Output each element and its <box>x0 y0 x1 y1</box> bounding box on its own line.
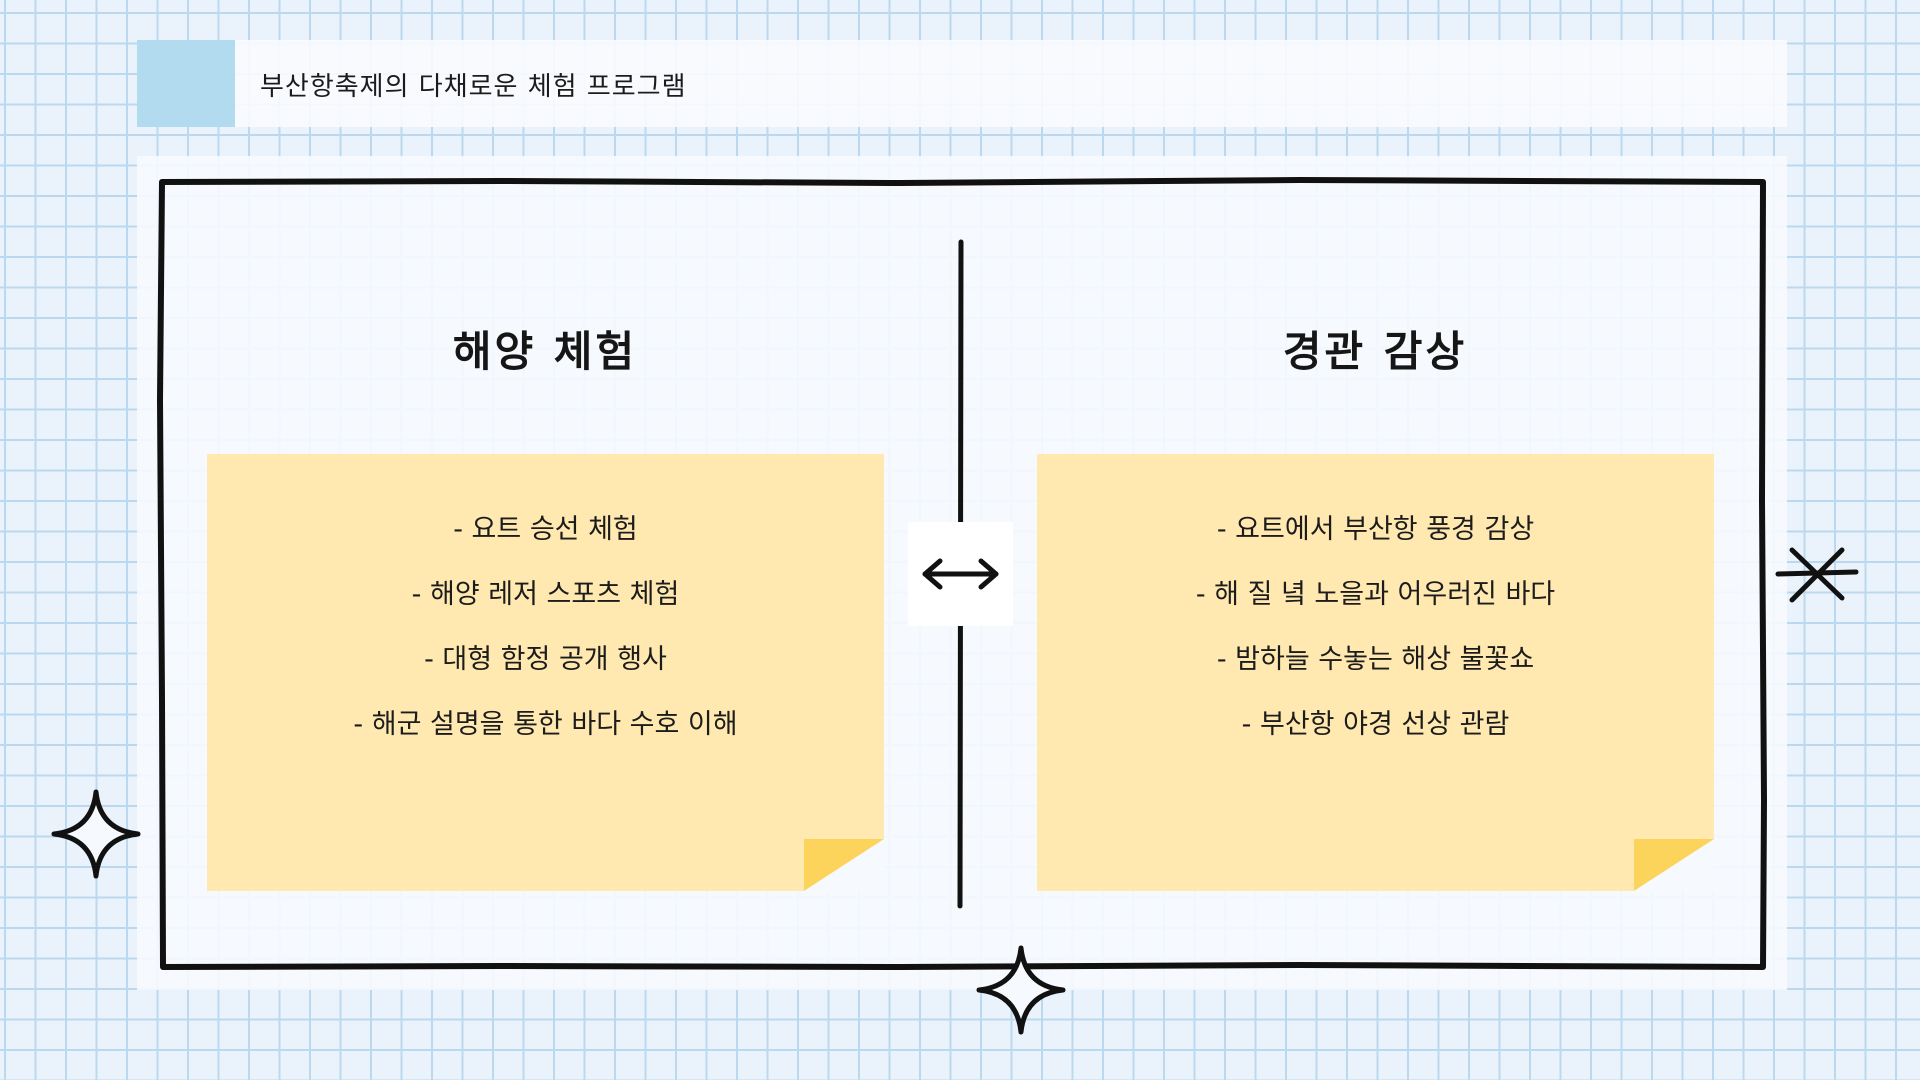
list-item: - 요트 승선 체험 <box>453 514 638 545</box>
page-title: 부산항축제의 다채로운 체험 프로그램 <box>260 72 687 102</box>
list-item: - 밤하늘 수놓는 해상 불꽃쇼 <box>1216 644 1535 675</box>
section-title-marine-experience: 해양 체험 <box>452 327 638 376</box>
note-fold-corner <box>1634 839 1714 891</box>
list-item: - 요트에서 부산항 풍경 감상 <box>1216 514 1535 545</box>
list-item: - 대형 함정 공개 행사 <box>424 644 667 675</box>
asterisk-icon <box>1775 547 1859 603</box>
activity-list-left: - 요트 승선 체험 - 해양 레저 스포츠 체험 - 대형 함정 공개 행사 … <box>207 497 884 757</box>
list-item: - 부산항 야경 선상 관람 <box>1241 709 1510 740</box>
list-item: - 해군 설명을 통한 바다 수호 이해 <box>353 709 738 740</box>
section-title-scenery-viewing: 경관 감상 <box>1282 327 1468 376</box>
header-accent-square <box>137 40 235 127</box>
sparkle-icon <box>51 789 141 879</box>
list-item: - 해 질 녘 노을과 어우러진 바다 <box>1195 579 1556 610</box>
note-fold-corner <box>804 839 884 891</box>
activity-list-right: - 요트에서 부산항 풍경 감상 - 해 질 녘 노을과 어우러진 바다 - 밤… <box>1037 497 1714 757</box>
list-item: - 해양 레저 스포츠 체험 <box>411 579 680 610</box>
sticky-note-left: - 요트 승선 체험 - 해양 레저 스포츠 체험 - 대형 함정 공개 행사 … <box>207 454 884 891</box>
double-arrow-icon <box>908 522 1013 626</box>
sparkle-icon <box>976 945 1066 1035</box>
header-bar <box>137 40 1787 127</box>
sticky-note-right: - 요트에서 부산항 풍경 감상 - 해 질 녘 노을과 어우러진 바다 - 밤… <box>1037 454 1714 891</box>
